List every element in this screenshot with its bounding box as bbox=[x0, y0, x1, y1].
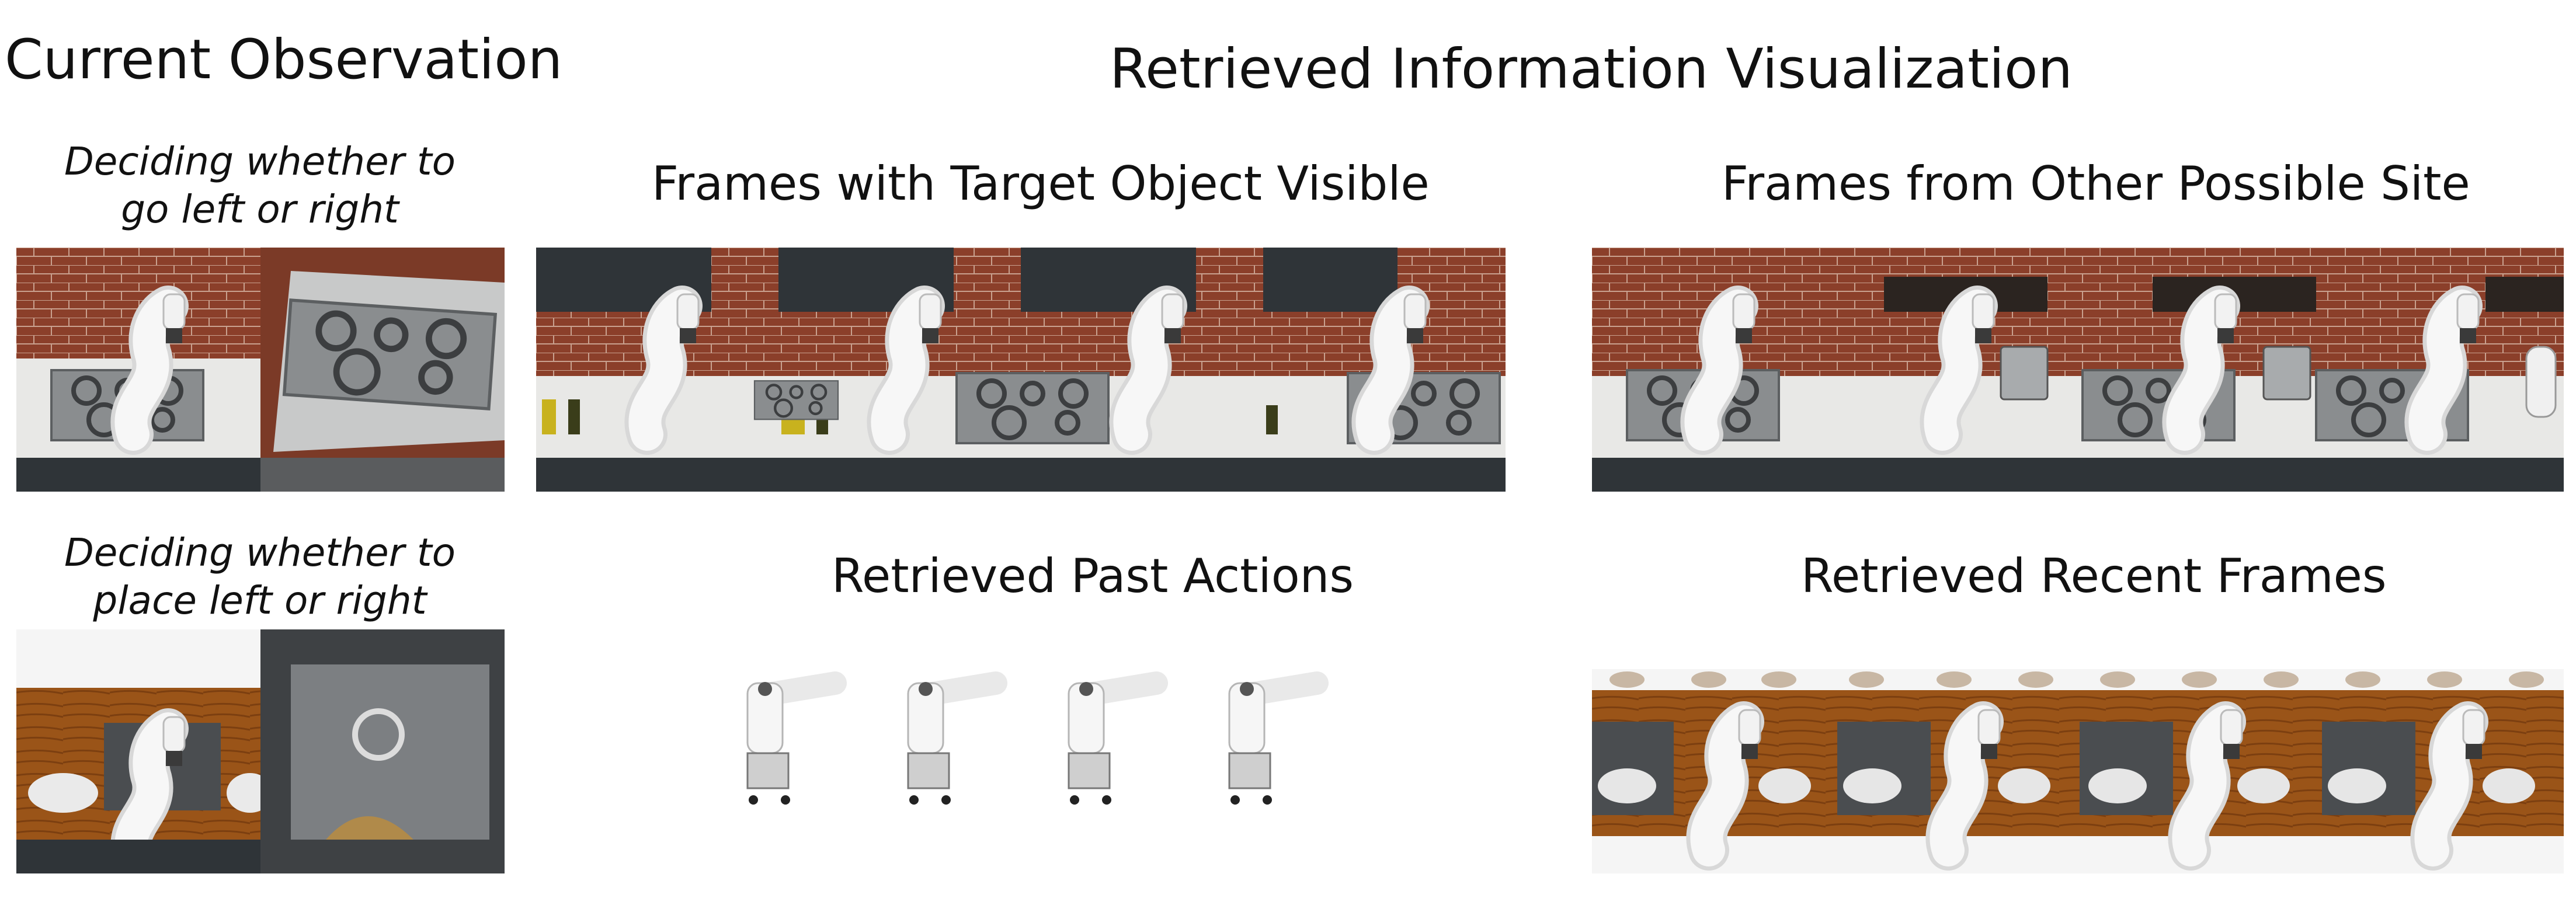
other-site-title: Frames from Other Possible Site bbox=[1722, 156, 2470, 211]
case2-caption: Deciding whether to place left or right bbox=[18, 529, 502, 625]
case1-caption: Deciding whether to go left or right bbox=[18, 138, 502, 234]
current-obs-1-panel bbox=[16, 248, 505, 492]
other-site-scene bbox=[1592, 248, 2564, 492]
case2-caption-line1: Deciding whether to bbox=[64, 530, 456, 575]
other-site-strip bbox=[1592, 248, 2564, 492]
recent-frames-strip bbox=[1592, 669, 2564, 873]
target-frames-strip bbox=[536, 248, 1506, 492]
current-obs-1-scene bbox=[16, 248, 505, 492]
target-frames-scene bbox=[536, 248, 1506, 492]
current-obs-2-scene bbox=[16, 629, 505, 873]
target-frames-title: Frames with Target Object Visible bbox=[652, 156, 1430, 211]
recent-frames-scene bbox=[1592, 669, 2564, 873]
past-actions-row bbox=[746, 671, 1329, 805]
past-action-2 bbox=[907, 671, 1007, 805]
case1-caption-line2: go left or right bbox=[121, 187, 399, 232]
toaster-icon bbox=[2000, 346, 2311, 401]
retrieved-info-title: Retrieved Information Visualization bbox=[1110, 37, 2073, 101]
past-action-1 bbox=[746, 671, 847, 805]
plate-icon bbox=[28, 773, 98, 813]
past-action-3 bbox=[1068, 671, 1168, 805]
recent-frames-title: Retrieved Recent Frames bbox=[1801, 549, 2387, 603]
case2-caption-line2: place left or right bbox=[93, 578, 427, 623]
past-actions-title: Retrieved Past Actions bbox=[832, 549, 1354, 603]
case1-caption-line1: Deciding whether to bbox=[64, 139, 456, 184]
current-observation-title: Current Observation bbox=[5, 28, 563, 92]
past-action-4 bbox=[1228, 671, 1329, 805]
current-obs-2-panel bbox=[16, 629, 505, 873]
